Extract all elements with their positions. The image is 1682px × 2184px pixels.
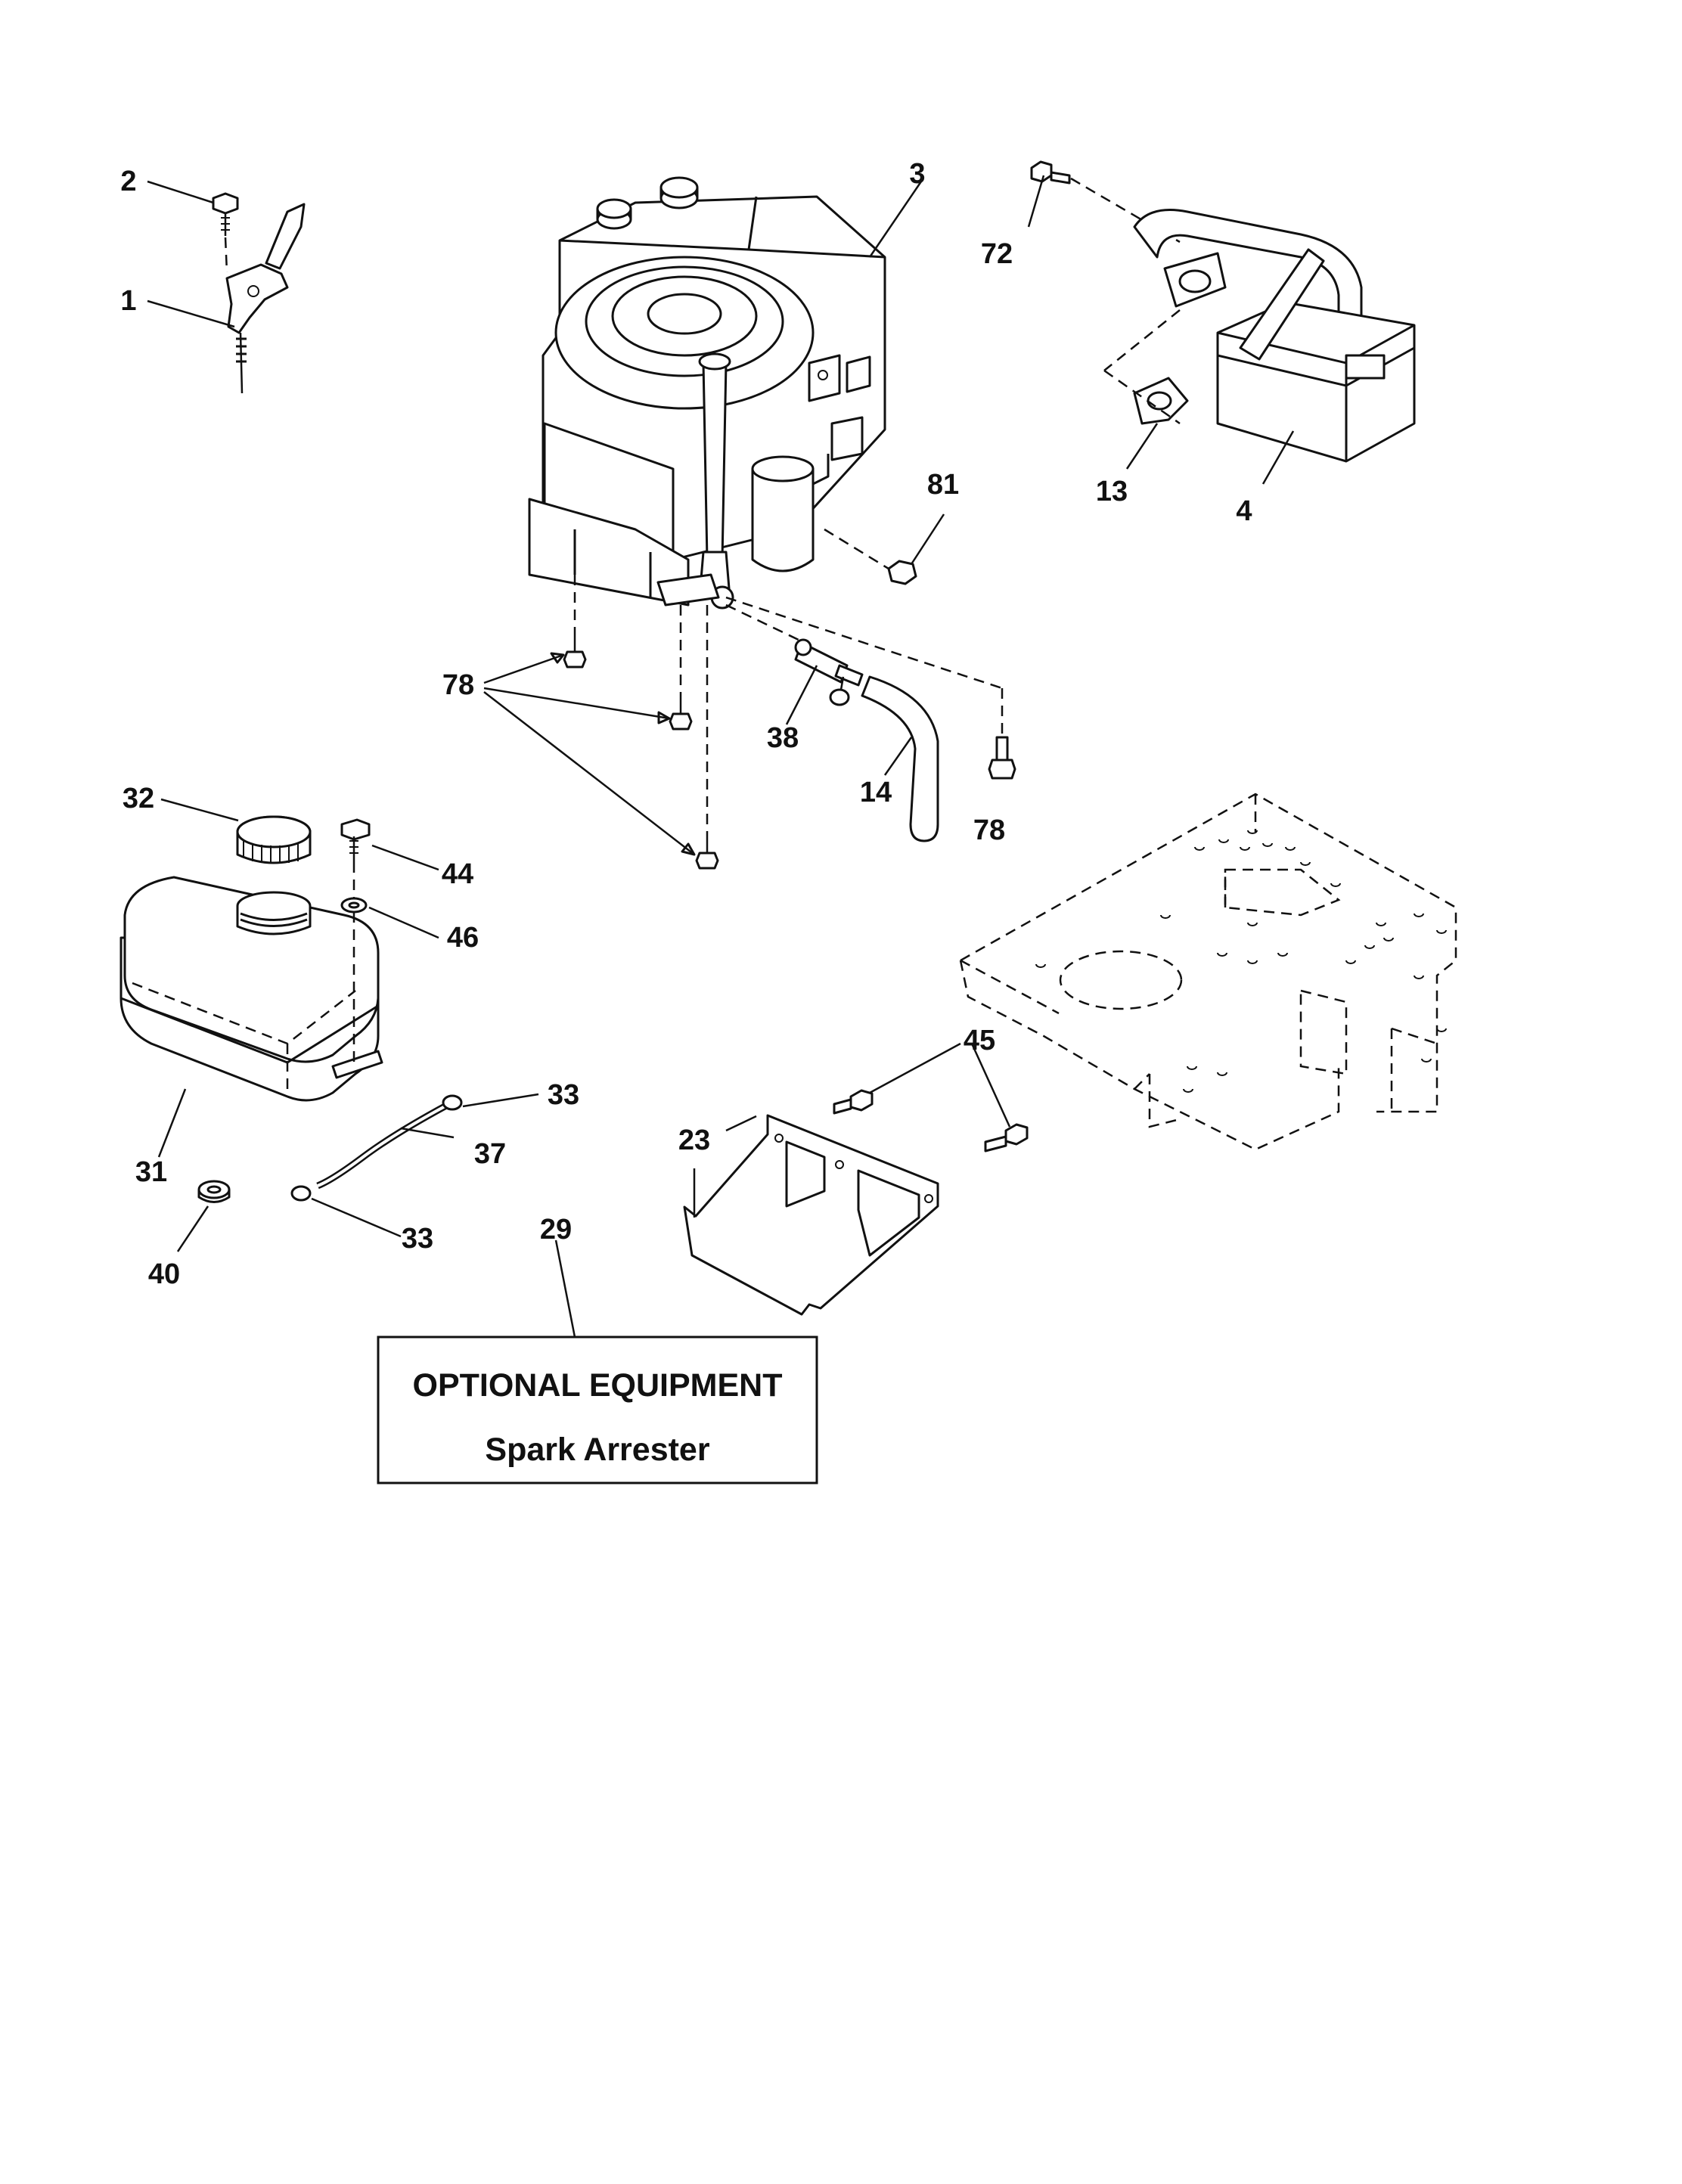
callout-3: 3 xyxy=(909,158,925,190)
nut-81-part xyxy=(824,528,917,585)
engine-part xyxy=(528,176,886,610)
callout-37: 37 xyxy=(474,1138,506,1170)
callout-45: 45 xyxy=(964,1025,995,1056)
muffler-part xyxy=(1030,160,1416,463)
callout-14: 14 xyxy=(860,777,892,808)
bolts-78-part xyxy=(483,575,1016,870)
bolt-44-part xyxy=(340,818,371,1065)
callout-38: 38 xyxy=(767,722,799,754)
callout-44: 44 xyxy=(442,858,473,890)
optional-equipment-heading: OPTIONAL EQUIPMENT xyxy=(413,1367,783,1404)
throttle-control-part xyxy=(147,180,306,394)
spark-arrester-plate-part xyxy=(683,1089,1029,1316)
callout-29: 29 xyxy=(540,1214,572,1246)
fuel-tank-part xyxy=(119,815,383,1102)
callout-81: 81 xyxy=(927,469,959,501)
callout-33-top: 33 xyxy=(548,1079,579,1111)
callout-72: 72 xyxy=(981,238,1013,270)
tractor-frame-outline xyxy=(959,793,1457,1151)
fuel-valve-part xyxy=(725,603,939,842)
callout-78-right: 78 xyxy=(973,814,1005,846)
callout-4: 4 xyxy=(1236,495,1252,527)
callout-1: 1 xyxy=(120,285,136,317)
optional-equipment-box xyxy=(377,1336,818,1484)
callout-78-left: 78 xyxy=(442,669,474,701)
callout-33-bottom: 33 xyxy=(402,1223,433,1255)
optional-equipment-item: Spark Arrester xyxy=(485,1432,709,1468)
callout-labels: 1 2 3 72 13 4 81 78 38 14 78 32 44 46 33… xyxy=(120,158,1252,1290)
callout-23: 23 xyxy=(678,1125,710,1156)
callout-32: 32 xyxy=(123,783,154,814)
fuel-line-37-part xyxy=(290,1094,463,1202)
callout-2: 2 xyxy=(120,166,136,197)
callout-40: 40 xyxy=(148,1258,180,1290)
callout-31: 31 xyxy=(135,1156,167,1188)
grommet-40-part xyxy=(197,1180,231,1203)
callout-46: 46 xyxy=(447,922,479,954)
callout-13: 13 xyxy=(1096,476,1128,507)
